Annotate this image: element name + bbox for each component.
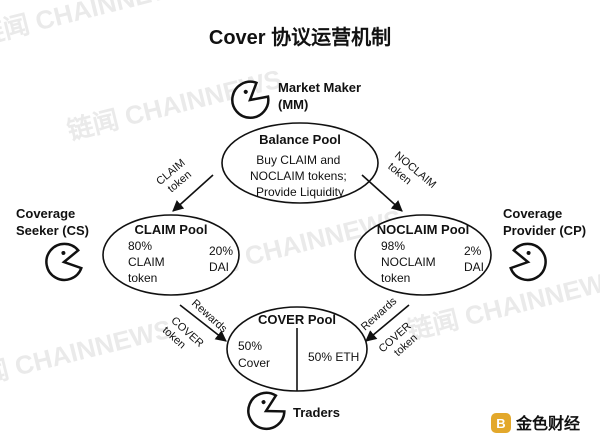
claim-pool-left-text: 80% CLAIM token bbox=[128, 239, 168, 285]
noclaim-token-label: NOCLAIM token bbox=[384, 149, 441, 202]
cover-pool-left-line: Cover bbox=[238, 356, 270, 370]
noclaim-pool-left-line: 98% bbox=[381, 239, 405, 253]
claim-pool-right-line: 20% bbox=[209, 244, 233, 258]
market-maker-line: Market Maker bbox=[278, 80, 361, 95]
coverage-seeker-line: Coverage bbox=[16, 206, 75, 221]
noclaim-pool-left-line: token bbox=[381, 271, 410, 285]
claim-pool-ellipse bbox=[102, 214, 240, 296]
coverage-seeker-pacman-icon bbox=[45, 242, 83, 282]
watermark-text: 链闻 CHAINNEWS bbox=[0, 0, 195, 51]
noclaim-pool-right-line: DAI bbox=[464, 260, 484, 274]
claim-pool-right-text: 20% DAI bbox=[209, 244, 236, 274]
logo-text: 金色财经 bbox=[515, 414, 580, 433]
balance-pool-line: Provide Liquidity bbox=[256, 185, 344, 199]
market-maker-pacman-icon bbox=[231, 80, 270, 119]
cover-pool-left-text: 50% Cover bbox=[238, 339, 270, 370]
cover-pool-left-line: 50% bbox=[238, 339, 262, 353]
noclaim-pool-left-text: 98% NOCLAIM token bbox=[381, 239, 439, 285]
balance-pool-line: NOCLAIM tokens; bbox=[250, 169, 347, 183]
balance-pool-text: Buy CLAIM and NOCLAIM tokens; Provide Li… bbox=[250, 153, 350, 199]
noclaim-pool-title: NOCLAIM Pool bbox=[377, 222, 469, 237]
claim-pool-right-line: DAI bbox=[209, 260, 229, 274]
noclaim-pool-ellipse bbox=[354, 214, 492, 296]
claim-token-label: CLAIM token bbox=[154, 155, 198, 198]
balance-pool-ellipse bbox=[221, 122, 379, 204]
jinse-logo: B 金色财经 bbox=[491, 413, 580, 433]
cover-pool-right-text: 50% ETH bbox=[308, 350, 359, 364]
traders-label: Traders bbox=[293, 405, 340, 420]
coverage-provider-label: Coverage Provider (CP) bbox=[503, 206, 586, 238]
arrow-icon bbox=[172, 174, 214, 212]
market-maker-line: (MM) bbox=[278, 97, 308, 112]
claim-pool-left-line: token bbox=[128, 271, 157, 285]
logo-mark-glyph: B bbox=[496, 416, 505, 431]
claim-pool-left-line: CLAIM bbox=[128, 255, 165, 269]
page-title: Cover 协议运营机制 bbox=[209, 25, 391, 49]
rewards-label-right: Rewards bbox=[359, 295, 400, 333]
noclaim-pool-left-line: NOCLAIM bbox=[381, 255, 436, 269]
coverage-provider-pacman-icon bbox=[509, 242, 547, 282]
claim-pool-title: CLAIM Pool bbox=[135, 222, 208, 237]
market-maker-label: Market Maker (MM) bbox=[278, 80, 365, 112]
balance-pool-line: Buy CLAIM and bbox=[256, 153, 340, 167]
logo-mark-icon bbox=[491, 413, 511, 433]
coverage-seeker-label: Coverage Seeker (CS) bbox=[16, 206, 89, 238]
noclaim-pool-right-text: 2% DAI bbox=[464, 244, 485, 274]
watermark-text: 链闻 CHAINNEWS bbox=[0, 314, 174, 396]
noclaim-pool-right-line: 2% bbox=[464, 244, 482, 258]
coverage-provider-line: Coverage bbox=[503, 206, 562, 221]
traders-pacman-icon bbox=[247, 391, 286, 431]
arrow-icon bbox=[179, 304, 227, 342]
balance-pool-title: Balance Pool bbox=[259, 132, 341, 147]
coverage-seeker-line: Seeker (CS) bbox=[16, 223, 89, 238]
arrow-icon bbox=[365, 304, 410, 342]
cover-pool-title: COVER Pool bbox=[258, 312, 336, 327]
coverage-provider-line: Provider (CP) bbox=[503, 223, 586, 238]
claim-pool-left-line: 80% bbox=[128, 239, 152, 253]
arrow-icon bbox=[361, 174, 403, 212]
